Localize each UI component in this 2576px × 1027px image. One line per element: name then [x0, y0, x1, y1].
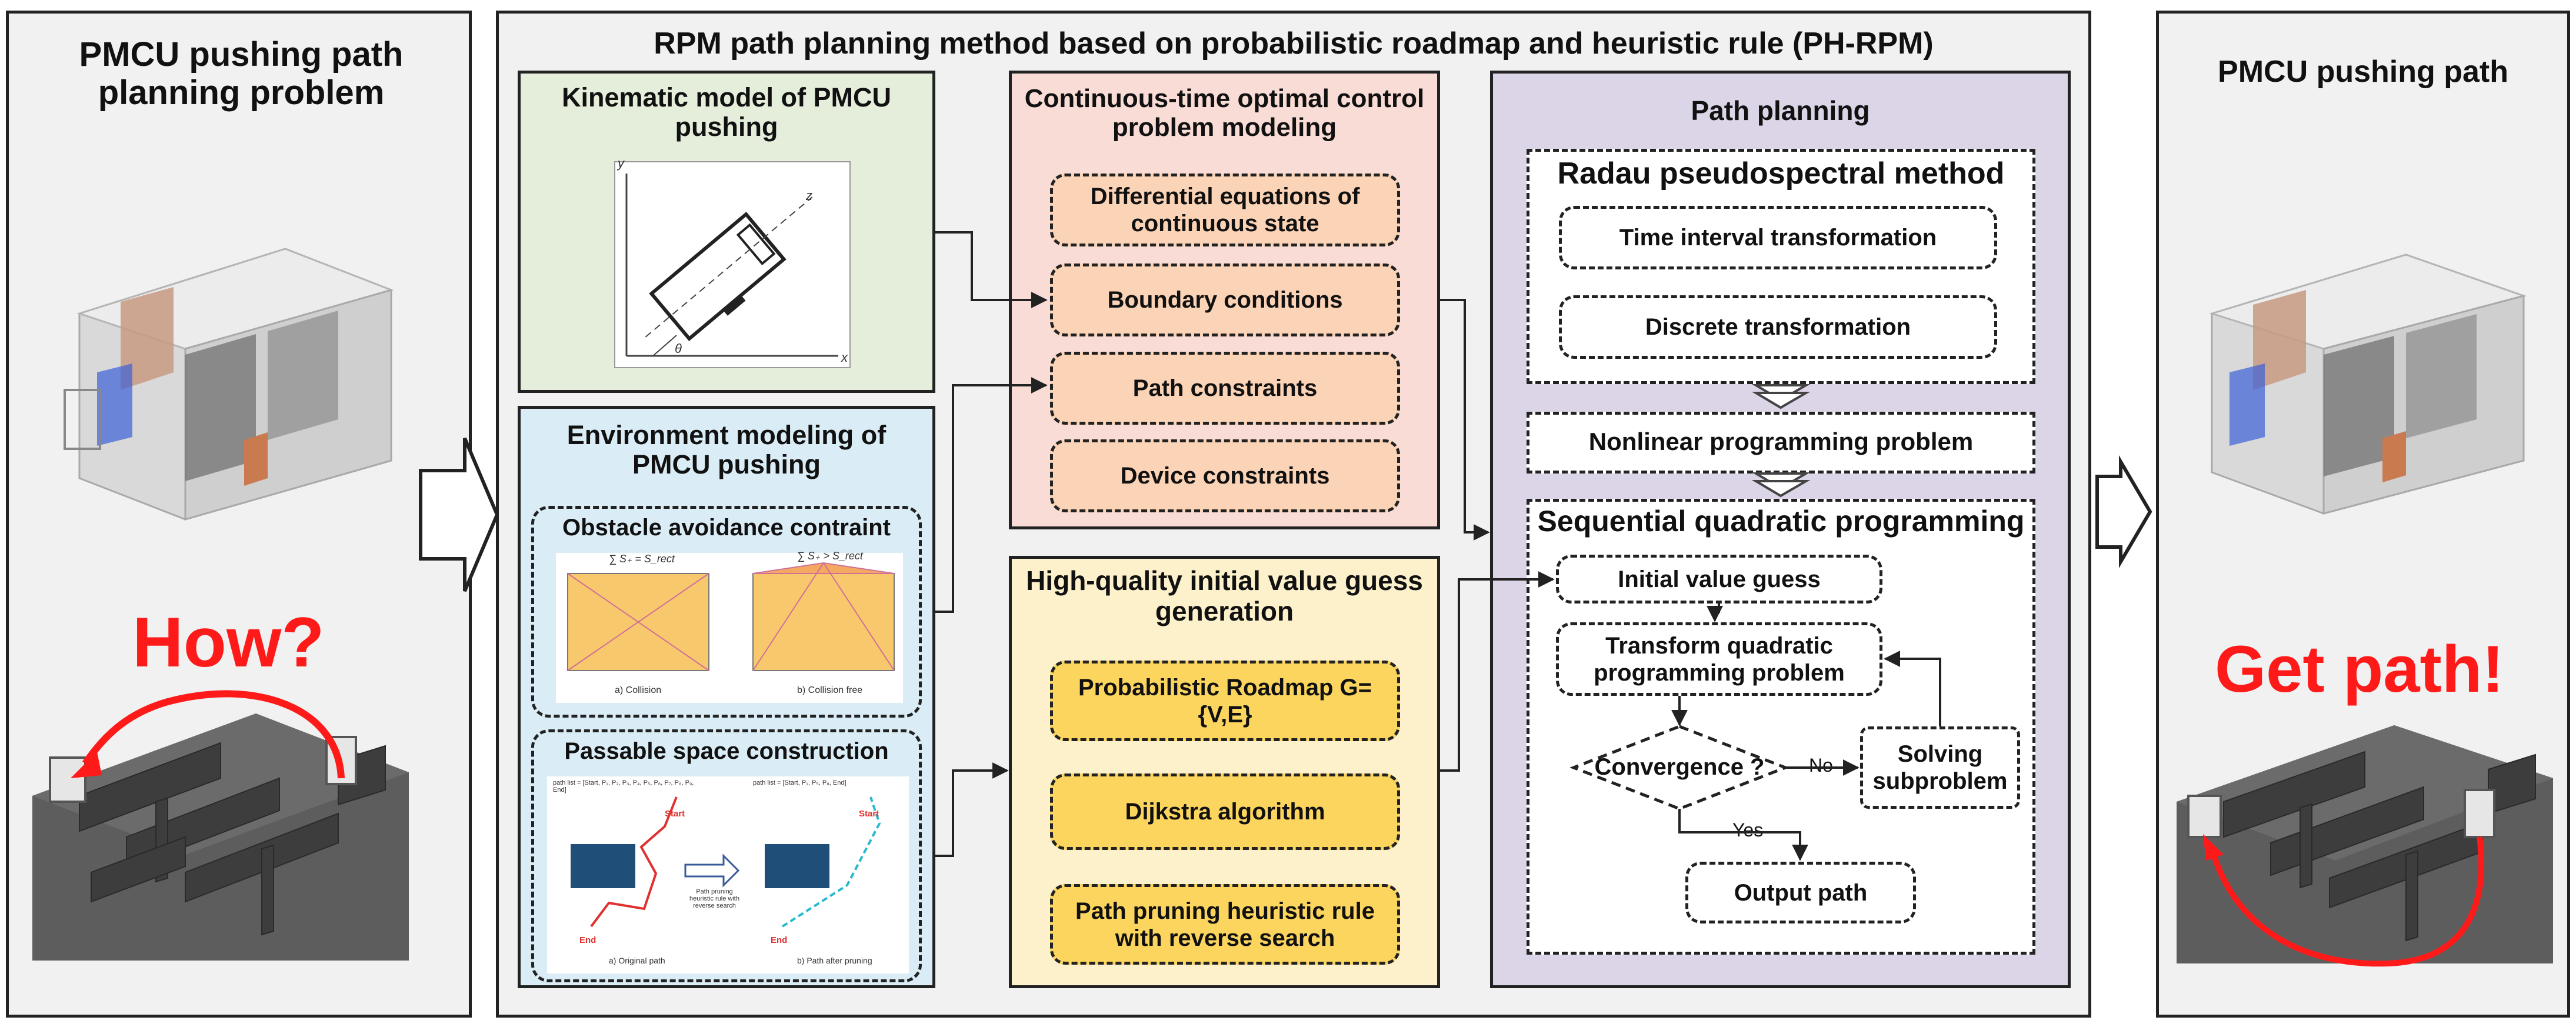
kinematic-model-box: Kinematic model of PMCU pushing y x z θ [518, 71, 935, 393]
yes-label: Yes [1732, 819, 1764, 841]
caption-collision: a) Collision [615, 685, 662, 695]
axis-x-label: x [841, 350, 848, 365]
caption-original-path: a) Original path [609, 956, 665, 965]
get-path-text: Get path! [2215, 632, 2504, 706]
nlp-label: Nonlinear programming problem [1588, 428, 1974, 455]
problem-panel: PMCU pushing path planning problem How? [6, 11, 472, 1018]
kinematic-diagram [614, 161, 851, 368]
path-list-after: path list = [Start, P₁, P₅, P₈, End] [753, 779, 847, 786]
passable-space-figure [547, 776, 909, 973]
maze-illustration [32, 690, 409, 961]
passable-space-title: Passable space construction [564, 738, 889, 764]
formula-collision-free: ∑ S₊ > S_rect [797, 550, 863, 562]
angle-label: θ [675, 341, 682, 356]
radau-title: Radau pseudospectral method [1557, 156, 2005, 191]
result-panel: PMCU pushing path Get path! [2156, 11, 2570, 1018]
caption-pruned-path: b) Path after pruning [797, 956, 872, 965]
transform-qp-box: Transform quadratic programming problem [1556, 622, 1882, 696]
path-pruning-box: Path pruning heuristic rule with reverse… [1050, 884, 1400, 965]
passable-space-group [531, 729, 922, 982]
sqp-title: Sequential quadratic programming [1537, 505, 2025, 538]
solving-subproblem-box: Solving subproblem [1860, 726, 2020, 809]
result-panel-title: PMCU pushing path [2218, 55, 2508, 89]
axis-z-label: z [806, 188, 812, 203]
time-interval-box: Time interval transformation [1559, 206, 1997, 269]
optimal-control-title: Continuous-time optimal control problem … [1024, 84, 1425, 142]
how-text: How? [132, 603, 325, 682]
method-panel-title: RPM path planning method based on probab… [654, 26, 1934, 61]
no-label: No [1809, 755, 1833, 776]
differential-equations-box: Differential equations of continuous sta… [1050, 174, 1400, 246]
caption-collision-free: b) Collision free [797, 685, 863, 695]
room-illustration [64, 248, 394, 521]
problem-panel-title: PMCU pushing path planning problem [79, 35, 404, 112]
output-path-box: Output path [1685, 862, 1916, 923]
path-constraints-box: Path constraints [1050, 352, 1400, 425]
kinematic-model-title: Kinematic model of PMCU pushing [561, 82, 892, 142]
end-label-after: End [771, 935, 788, 945]
start-label-before: Start [665, 809, 685, 819]
optimal-control-box: Continuous-time optimal control problem … [1009, 71, 1440, 529]
discrete-transformation-box: Discrete transformation [1559, 295, 1997, 359]
path-list-before: path list = [Start, P₁, P₂, P₃, P₄, P₅, … [553, 779, 694, 793]
environment-model-box: Environment modeling of PMCU pushing Obs… [518, 406, 935, 988]
maze-illustration-right [2177, 725, 2553, 967]
room-illustration-right [2208, 254, 2527, 515]
boundary-conditions-box: Boundary conditions [1050, 264, 1400, 336]
initial-value-guess-box: Initial value guess [1556, 555, 1882, 603]
initial-guess-title: High-quality initial value guess generat… [1026, 565, 1423, 626]
nlp-box [1527, 412, 2035, 474]
axis-y-label: y [618, 156, 624, 171]
probabilistic-roadmap-box: Probabilistic Roadmap G={V,E} [1050, 661, 1400, 741]
obstacle-avoidance-group [531, 506, 922, 718]
convergence-label: Convergence ? [1594, 754, 1765, 780]
obstacle-avoidance-title: Obstacle avoidance contraint [562, 515, 891, 541]
pruning-arrow-caption: Path pruning heuristic rule with reverse… [689, 888, 739, 909]
dijkstra-box: Dijkstra algorithm [1050, 773, 1400, 850]
initial-guess-box: High-quality initial value guess generat… [1009, 556, 1440, 988]
start-label-after: Start [859, 809, 879, 819]
environment-model-title: Environment modeling of PMCU pushing [566, 420, 887, 480]
path-planning-title: Path planning [1691, 95, 1870, 126]
formula-collision: ∑ S₊ = S_rect [609, 553, 675, 565]
obstacle-avoidance-figure [556, 553, 903, 703]
device-constraints-box: Device constraints [1050, 439, 1400, 512]
end-label-before: End [579, 935, 596, 945]
